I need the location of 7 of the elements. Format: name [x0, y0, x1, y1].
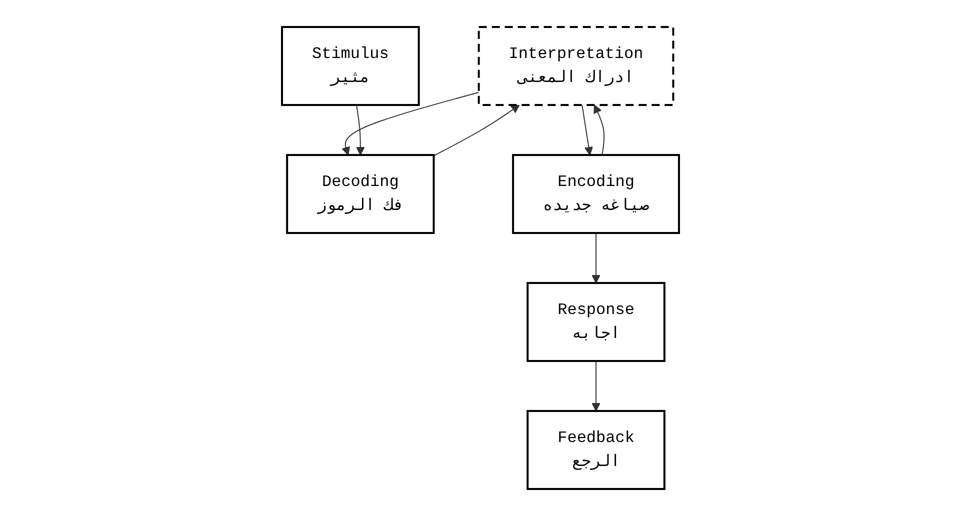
- arrow: [432, 104, 520, 156]
- arrow: [593, 104, 604, 156]
- arrow: [581, 104, 593, 156]
- arrow: [341, 92, 479, 156]
- arrow: [591, 360, 600, 412]
- arrow: [591, 232, 600, 284]
- arrow: [356, 104, 364, 156]
